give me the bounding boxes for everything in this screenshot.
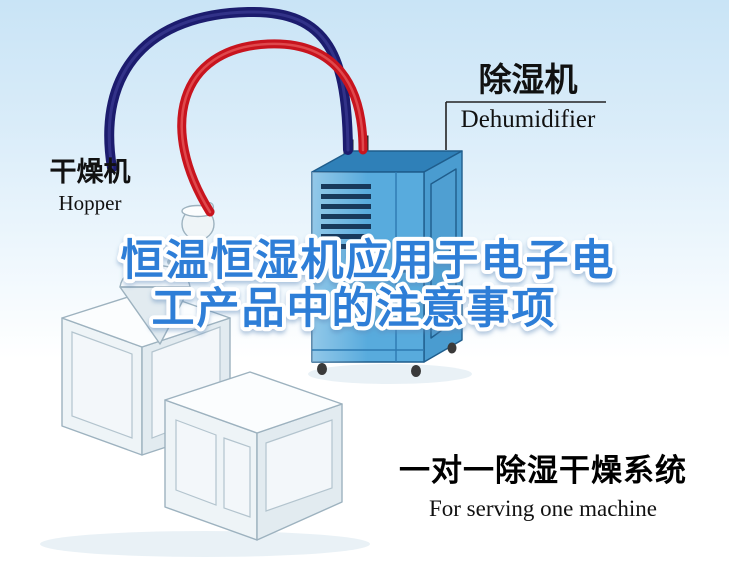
- vent-slat: [321, 204, 371, 209]
- return-hose-navy: [104, 6, 353, 173]
- hopper-label: 干燥机 Hopper: [38, 157, 142, 216]
- vent-slat: [321, 234, 371, 239]
- vent-slat: [321, 244, 371, 249]
- dehumidifier-unit: [311, 135, 463, 377]
- main-title-line1: 恒温恒湿机应用于电子电: [121, 236, 616, 286]
- machine-door-panel: [265, 419, 333, 512]
- dehumidifier-label: 除湿机 Dehumidifier: [446, 61, 610, 134]
- door-handle: [448, 249, 454, 255]
- machine-face: [164, 371, 343, 434]
- machine-door-panel: [175, 419, 217, 506]
- caster-wheel: [317, 363, 327, 375]
- dehumidifier-shadow: [308, 364, 472, 384]
- control-button: [401, 249, 414, 259]
- return-hose-highlight: [107, 10, 350, 170]
- air-hoses: [104, 6, 368, 217]
- vent-grille: [321, 184, 371, 249]
- vent-slat: [321, 224, 371, 229]
- hopper-lid-knob: [147, 252, 161, 266]
- vent-slat: [321, 194, 371, 199]
- extruder-machine: [61, 289, 343, 541]
- system-caption-en: For serving one machine: [428, 496, 658, 521]
- dehumidifier-side-door: [430, 168, 457, 339]
- caster-wheel: [411, 365, 421, 377]
- loader-connector-pipe: [167, 235, 193, 265]
- dehumidifier-label-en: Dehumidifier: [460, 106, 596, 134]
- caster-wheel: [447, 342, 457, 354]
- hopper-dome: [119, 264, 191, 288]
- main-title: 恒温恒湿机应用于电子电 工产品中的注意事项: [117, 232, 618, 338]
- dehumidifier-label-zh: 除湿机: [478, 61, 578, 98]
- machine-panel: [71, 331, 133, 439]
- system-caption-zh: 一对一除湿干燥系统: [399, 453, 687, 488]
- system-caption: 一对一除湿干燥系统 For serving one machine: [395, 445, 691, 522]
- hopper-label-en: Hopper: [58, 190, 122, 215]
- extruder-shadow: [40, 531, 370, 557]
- vent-slat: [321, 214, 371, 219]
- machine-door-panel: [223, 437, 251, 518]
- control-button: [401, 263, 414, 273]
- supply-hose-highlight: [180, 42, 365, 214]
- hopper-label-zh: 干燥机: [49, 157, 131, 187]
- vent-slat: [321, 184, 371, 189]
- main-title-line2: 工产品中的注意事项: [152, 284, 557, 334]
